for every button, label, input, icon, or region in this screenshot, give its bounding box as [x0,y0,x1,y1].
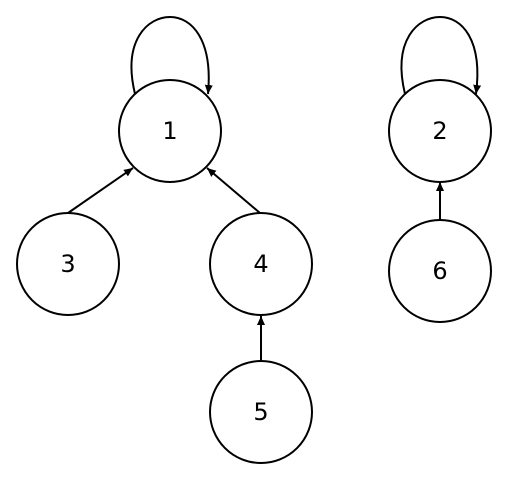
edge-1-to-1 [130,15,213,95]
nodes-layer: 1 2 3 4 5 6 [16,79,492,464]
node-5-label: 5 [253,398,268,426]
edges-layer [67,15,482,360]
node-1-circle [118,79,222,183]
node-6: 6 [388,219,492,323]
node-6-label: 6 [432,257,447,285]
node-1-label: 1 [162,117,177,145]
node-2: 2 [388,79,492,183]
node-2-circle [388,79,492,183]
edge-4-to-1 [206,167,261,214]
edge-2-to-2 [400,15,482,95]
node-5-circle [209,360,313,464]
node-3-circle [16,212,120,316]
node-4-circle [209,212,313,316]
node-2-label: 2 [432,117,447,145]
edge-3-to-1 [67,167,134,214]
node-3: 3 [16,212,120,316]
node-4: 4 [209,212,313,316]
node-3-label: 3 [60,250,75,278]
node-5: 5 [209,360,313,464]
node-6-circle [388,219,492,323]
node-4-label: 4 [253,250,268,278]
node-1: 1 [118,79,222,183]
